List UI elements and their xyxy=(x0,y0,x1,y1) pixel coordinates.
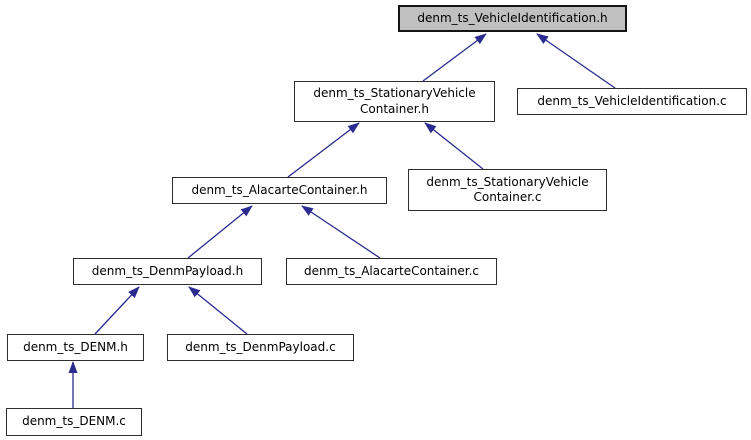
node-denm_ts_AlacarteContainer.h[interactable]: denm_ts_AlacarteContainer.h xyxy=(172,177,387,204)
node-denm_ts_VehicleIdentification.c[interactable]: denm_ts_VehicleIdentification.c xyxy=(517,88,747,115)
edge-denm_ts_DenmPayload.c-to-denm_ts_DenmPayload.h xyxy=(188,286,248,335)
node-label: Container.h xyxy=(360,101,429,116)
node-label: denm_ts_AlacarteContainer.c xyxy=(303,263,480,278)
edge-denm_ts_AlacarteContainer.c-to-denm_ts_AlacarteContainer.h xyxy=(301,205,381,259)
node-label: denm_ts_DENM.h xyxy=(23,339,128,354)
edge-denm_ts_StationaryVehicleContainer.c-to-denm_ts_StationaryVehicleContainer.h xyxy=(424,122,484,170)
node-denm_ts_DENM.h[interactable]: denm_ts_DENM.h xyxy=(7,334,144,361)
node-denm_ts_VehicleIdentification.h: denm_ts_VehicleIdentification.h xyxy=(398,5,627,32)
node-denm_ts_AlacarteContainer.c[interactable]: denm_ts_AlacarteContainer.c xyxy=(286,258,497,285)
node-denm_ts_StationaryVehicleContainer.c[interactable]: denm_ts_StationaryVehicle Container.c xyxy=(408,169,607,211)
node-label: denm_ts_DenmPayload.c xyxy=(185,339,336,354)
node-label: denm_ts_StationaryVehicle xyxy=(426,174,589,189)
node-label: denm_ts_DenmPayload.h xyxy=(91,263,244,278)
node-denm_ts_DenmPayload.h[interactable]: denm_ts_DenmPayload.h xyxy=(73,258,262,285)
edge-denm_ts_DENM.h-to-denm_ts_DenmPayload.h xyxy=(94,286,140,335)
edge-denm_ts_AlacarteContainer.h-to-denm_ts_StationaryVehicleContainer.h xyxy=(287,122,360,178)
node-denm_ts_DenmPayload.c[interactable]: denm_ts_DenmPayload.c xyxy=(167,334,354,361)
node-label: denm_ts_DENM.c xyxy=(22,414,126,429)
node-label: Container.c xyxy=(473,190,542,204)
node-label: denm_ts_VehicleIdentification.h xyxy=(417,10,608,25)
edge-denm_ts_VehicleIdentification.c-to-denm_ts_VehicleIdentification.h xyxy=(536,33,616,89)
node-denm_ts_StationaryVehicleContainer.h[interactable]: denm_ts_StationaryVehicle Container.h xyxy=(294,81,495,122)
edge-denm_ts_DenmPayload.h-to-denm_ts_AlacarteContainer.h xyxy=(187,205,253,259)
node-denm_ts_DENM.c[interactable]: denm_ts_DENM.c xyxy=(6,408,142,436)
node-label: denm_ts_StationaryVehicle xyxy=(313,86,476,100)
node-label: denm_ts_AlacarteContainer.h xyxy=(191,182,368,197)
edge-denm_ts_StationaryVehicleContainer.h-to-denm_ts_VehicleIdentification.h xyxy=(422,33,487,82)
node-label: denm_ts_VehicleIdentification.c xyxy=(537,93,727,108)
